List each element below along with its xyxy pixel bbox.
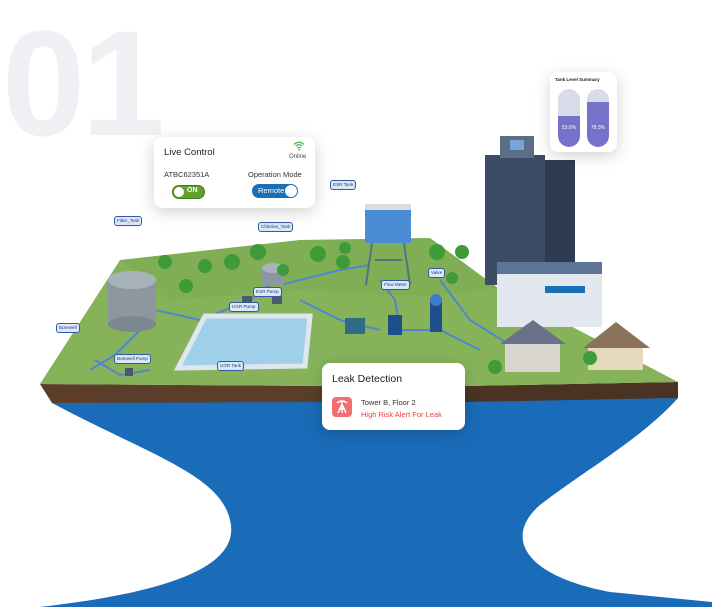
tank-fill-1 bbox=[558, 115, 580, 147]
power-toggle-knob bbox=[174, 187, 184, 197]
tank-percent-1: 53.6% bbox=[561, 125, 577, 131]
pump-equipment bbox=[125, 294, 442, 376]
land-front-right bbox=[465, 382, 678, 402]
operation-mode-label: Operation Mode bbox=[248, 170, 302, 179]
status-online: Online bbox=[289, 154, 307, 160]
trees bbox=[158, 242, 597, 374]
hero-number: 01 bbox=[2, 0, 165, 167]
label-chlorine-tank: Chlorine_Tank bbox=[258, 222, 294, 232]
device-id: ATBC62351A bbox=[164, 170, 210, 179]
leak-detection-title: Leak Detection bbox=[332, 373, 403, 385]
leak-alert-text: High Risk Alert For Leak bbox=[361, 410, 442, 419]
tank-gauge-2: 78.3% bbox=[587, 89, 609, 147]
operation-mode-knob bbox=[285, 185, 297, 197]
label-borewell: Borewell bbox=[56, 323, 80, 333]
label-esr-tank: ESR Tank bbox=[330, 180, 357, 190]
live-control-title: Live Control bbox=[164, 147, 215, 158]
tank-percent-2: 78.3% bbox=[590, 125, 606, 131]
land-front-left bbox=[40, 384, 330, 403]
hospital-building bbox=[497, 262, 602, 327]
label-flow-meter: Flow Meter bbox=[381, 280, 410, 290]
esr-tank-tower bbox=[365, 204, 411, 286]
ugr-tank bbox=[173, 313, 313, 371]
filter-tank bbox=[108, 271, 156, 332]
label-filter-tank: Filter_Tank bbox=[114, 216, 143, 226]
tank-level-summary-card: Tank Level Summary 53.6% 78.3% bbox=[550, 72, 617, 152]
power-toggle[interactable]: ON bbox=[172, 185, 205, 199]
label-esr-pump: ESR Pump bbox=[253, 287, 282, 297]
tank-summary-title: Tank Level Summary bbox=[555, 77, 600, 82]
label-borewell-pump: Borewell Pump bbox=[114, 354, 151, 364]
leak-location: Tower B, Floor 2 bbox=[361, 398, 416, 407]
tower-alert-icon bbox=[332, 397, 352, 417]
label-ugr-pump: UGR Pump bbox=[229, 302, 259, 312]
wifi-icon bbox=[293, 141, 305, 151]
water-base bbox=[40, 398, 712, 607]
label-ugr-tank: UGR Tank bbox=[217, 361, 245, 371]
operation-mode-value: Remote bbox=[258, 186, 285, 195]
tank-gauge-1: 53.6% bbox=[558, 89, 580, 147]
leak-detection-card[interactable]: Leak Detection Tower B, Floor 2 High Ris… bbox=[322, 363, 465, 430]
operation-mode-toggle[interactable]: Remote bbox=[252, 184, 298, 198]
tank-fill-2 bbox=[587, 101, 609, 147]
houses bbox=[500, 320, 650, 372]
label-valve: Valve bbox=[428, 268, 446, 278]
power-toggle-label: ON bbox=[187, 187, 198, 194]
live-control-card: Live Control Online ATBC62351A Operation… bbox=[154, 137, 315, 208]
